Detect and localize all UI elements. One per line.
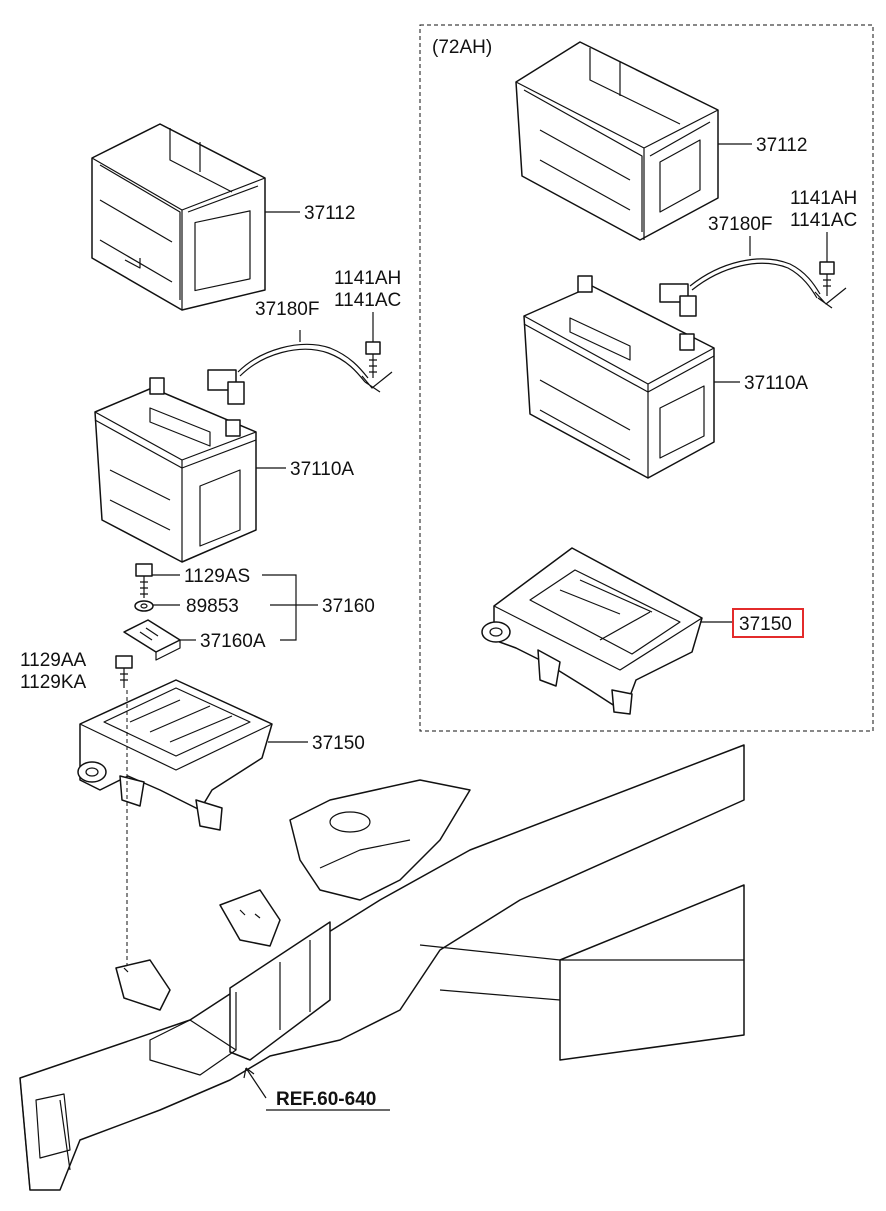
bolt-1129aa — [115, 655, 133, 688]
label-1141ac-main: 1141AC — [334, 290, 401, 311]
label-37112-inset: 37112 — [756, 135, 807, 156]
cable-inset — [659, 258, 847, 317]
chassis-frame — [19, 744, 745, 1191]
battery-inset — [523, 275, 715, 479]
label-1129aa: 1129AA — [20, 650, 87, 671]
highlight-box-37150 — [732, 608, 804, 638]
bracket-37160a — [123, 619, 181, 661]
group-37160-bracket — [262, 574, 318, 641]
inset-frame — [419, 24, 874, 732]
bolt-1129as — [135, 563, 153, 598]
cable-main — [207, 343, 393, 405]
tray-cover-inset — [515, 41, 719, 241]
label-1141ah-main: 1141AH — [334, 268, 401, 289]
battery-main — [94, 377, 257, 563]
label-1141ac-inset: 1141AC — [790, 210, 857, 231]
inset-title: (72AH) — [432, 37, 492, 58]
bolt-1141-inset — [819, 261, 835, 296]
label-37160: 37160 — [322, 596, 375, 617]
label-37112-main: 37112 — [304, 203, 355, 224]
label-37110a-inset: 37110A — [744, 373, 808, 394]
label-37150-main: 37150 — [312, 733, 365, 754]
label-1129as: 1129AS — [184, 566, 250, 587]
washer-89853 — [134, 600, 154, 612]
tray-cover-main — [91, 123, 266, 311]
bolt-1141-main — [365, 341, 381, 378]
label-37110a-main: 37110A — [290, 459, 354, 480]
label-37160a: 37160A — [200, 631, 266, 652]
label-1129ka: 1129KA — [20, 672, 87, 693]
ref-label: REF.60-640 — [276, 1089, 376, 1110]
tray-main — [77, 679, 273, 831]
label-1141ah-inset: 1141AH — [790, 188, 857, 209]
tray-inset — [481, 547, 703, 715]
label-37150-inset: 37150 — [739, 614, 792, 635]
label-37180f-inset: 37180F — [708, 214, 772, 235]
label-89853: 89853 — [186, 596, 239, 617]
label-37180f-main: 37180F — [255, 299, 319, 320]
